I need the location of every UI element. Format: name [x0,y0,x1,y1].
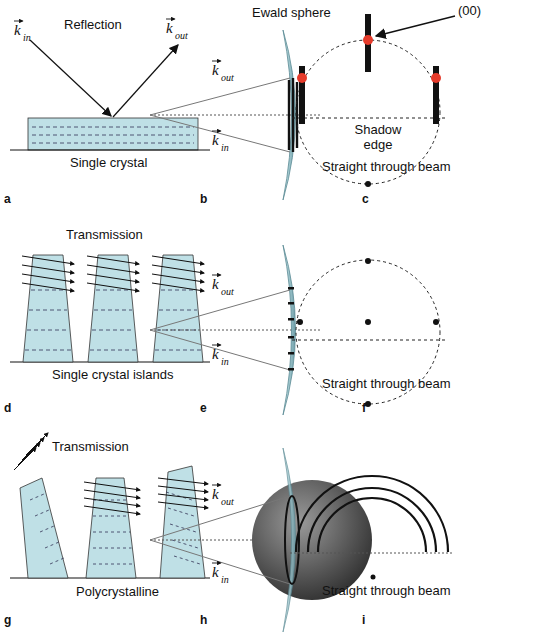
vector-symbol: k [166,20,173,37]
vector-subscript: in [221,142,229,154]
panel-letter: a [4,193,11,207]
panel-letter: c [362,193,369,207]
sample-label: Single crystal [70,156,147,171]
vector-symbol: k [212,276,219,293]
edge-label: Shadow edge [352,123,404,153]
panel-letter: f [362,402,366,416]
vector-subscript: in [221,574,229,586]
panel-heading: Transmission [66,228,143,243]
vector-subscript: out [221,72,234,84]
vector-arrow [212,563,221,564]
panel-letter: b [200,193,207,207]
panel-letter: d [4,402,11,416]
vector-symbol: k [212,486,219,503]
beam-label: Straight through beam [322,377,451,392]
vector-arrow [212,61,221,62]
vector-symbol: k [14,22,21,39]
panel-heading: Reflection [64,18,122,33]
vector-arrow [14,21,23,22]
vector-arrow [212,275,221,276]
vector-arrow [212,485,221,486]
vector-subscript: out [175,30,188,42]
sample-label: Single crystal islands [52,368,173,383]
vector-symbol: k [212,62,219,79]
vector-subscript: out [221,496,234,508]
vector-arrow [166,19,175,20]
panel-letter: e [200,402,207,416]
beam-label: Straight through beam [322,584,451,599]
vector-arrow [212,345,221,346]
sample-label: Polycrystalline [76,585,159,600]
vector-symbol: k [212,346,219,363]
vector-subscript: out [221,286,234,298]
sphere-label: Ewald sphere [252,6,331,21]
vector-symbol: k [212,132,219,149]
vector-subscript: in [221,356,229,368]
panel-letter: h [200,614,207,628]
panel-heading: Transmission [52,440,129,455]
beam-label: Straight through beam [322,160,451,175]
vector-symbol: k [212,564,219,581]
panel-letter: g [4,614,11,628]
panel-letter: i [362,614,365,628]
vector-arrow [212,131,221,132]
spot-label: (00) [458,4,481,19]
vector-subscript: in [23,32,31,44]
